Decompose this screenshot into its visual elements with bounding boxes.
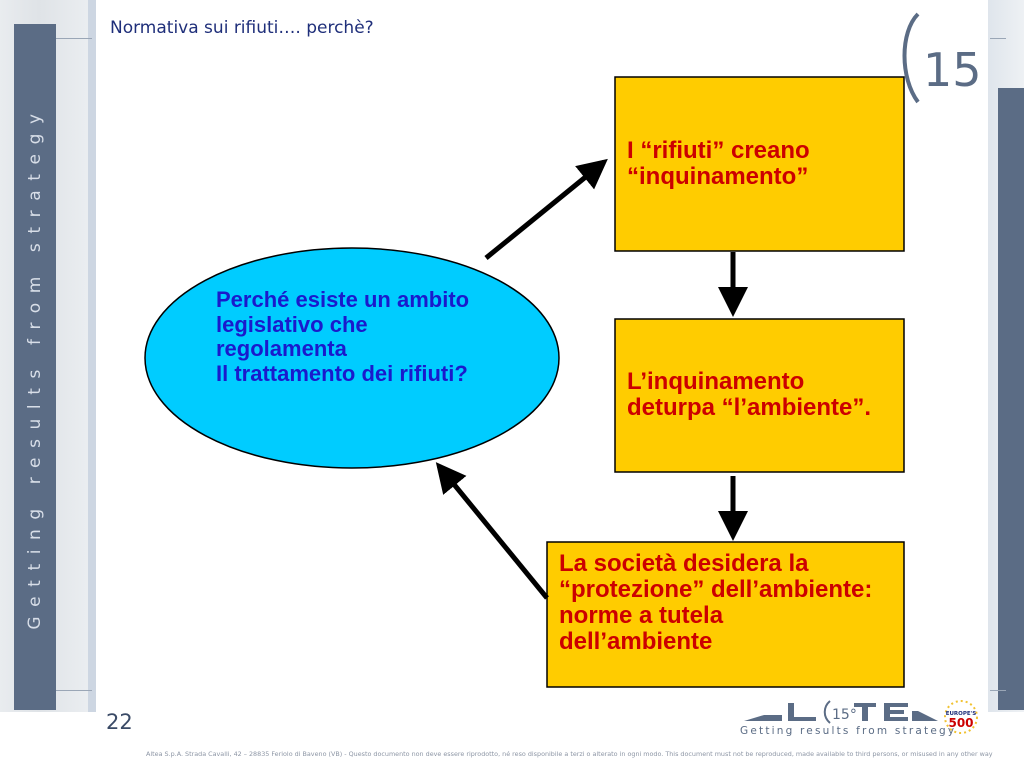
arrow-ellipse-to-box1 [484,158,608,260]
box1-line: I “rifiuti” creano [627,137,810,164]
header-rule-right [990,38,1006,39]
europe-500-badge: EUROPE'S 500 [944,700,978,734]
arrow-box3-to-ellipse [435,462,549,600]
brand-tagline: Getting results from strategy [740,725,957,737]
ellipse-line: Il trattamento dei rifiuti? [216,360,468,386]
logo-text: 15° [923,43,984,97]
ellipse-line: Perché esiste un ambito [216,287,470,312]
box2-line: L’inquinamento [627,368,805,395]
page-number: 22 [106,710,133,734]
ellipse-line: legislativo che [216,311,368,337]
box3-line: norme a tutela [559,602,724,629]
box3-text: La società desidera la “protezione” dell… [559,551,872,655]
box1-text: I “rifiuti” creano “inquinamento” [627,138,810,190]
header-rule-left [56,38,92,39]
badge-top-text: EUROPE'S [946,711,977,717]
box3-line: “protezione” dell’ambiente: [559,576,873,603]
box-waste-pollution [614,76,905,252]
box3-line: La società desidera la [559,550,809,577]
badge-number-text: 500 [948,716,973,730]
box1-line: “inquinamento” [627,163,809,190]
footer-rule-right [990,690,1006,691]
box-pollution-environment [614,318,905,473]
box2-text: L’inquinamento deturpa “l’ambiente”. [627,369,871,421]
box-society-protection [546,541,905,688]
box2-line: deturpa “l’ambiente”. [627,394,872,421]
footer-rule-left [56,690,92,691]
left-accent-strip [14,24,56,710]
left-edge-bar [88,0,96,712]
box3-line: dell’ambiente [559,628,713,655]
question-ellipse [144,247,560,469]
logo-arc [902,12,920,104]
ellipse-line: regolamenta [216,336,347,361]
svg-text:15°: 15° [832,707,857,723]
right-accent-strip [998,88,1024,710]
altea-logo: 15° [744,700,938,724]
fifteen-years-logo: 15° [902,12,984,104]
footer-disclaimer: Altea S.p.A. Strada Cavalli, 42 – 28835 … [146,750,993,758]
slide-title: Normativa sui rifiuti…. perchè? [110,18,374,38]
ellipse-question-text: Perché esiste un ambito legislativo che … [216,287,470,386]
